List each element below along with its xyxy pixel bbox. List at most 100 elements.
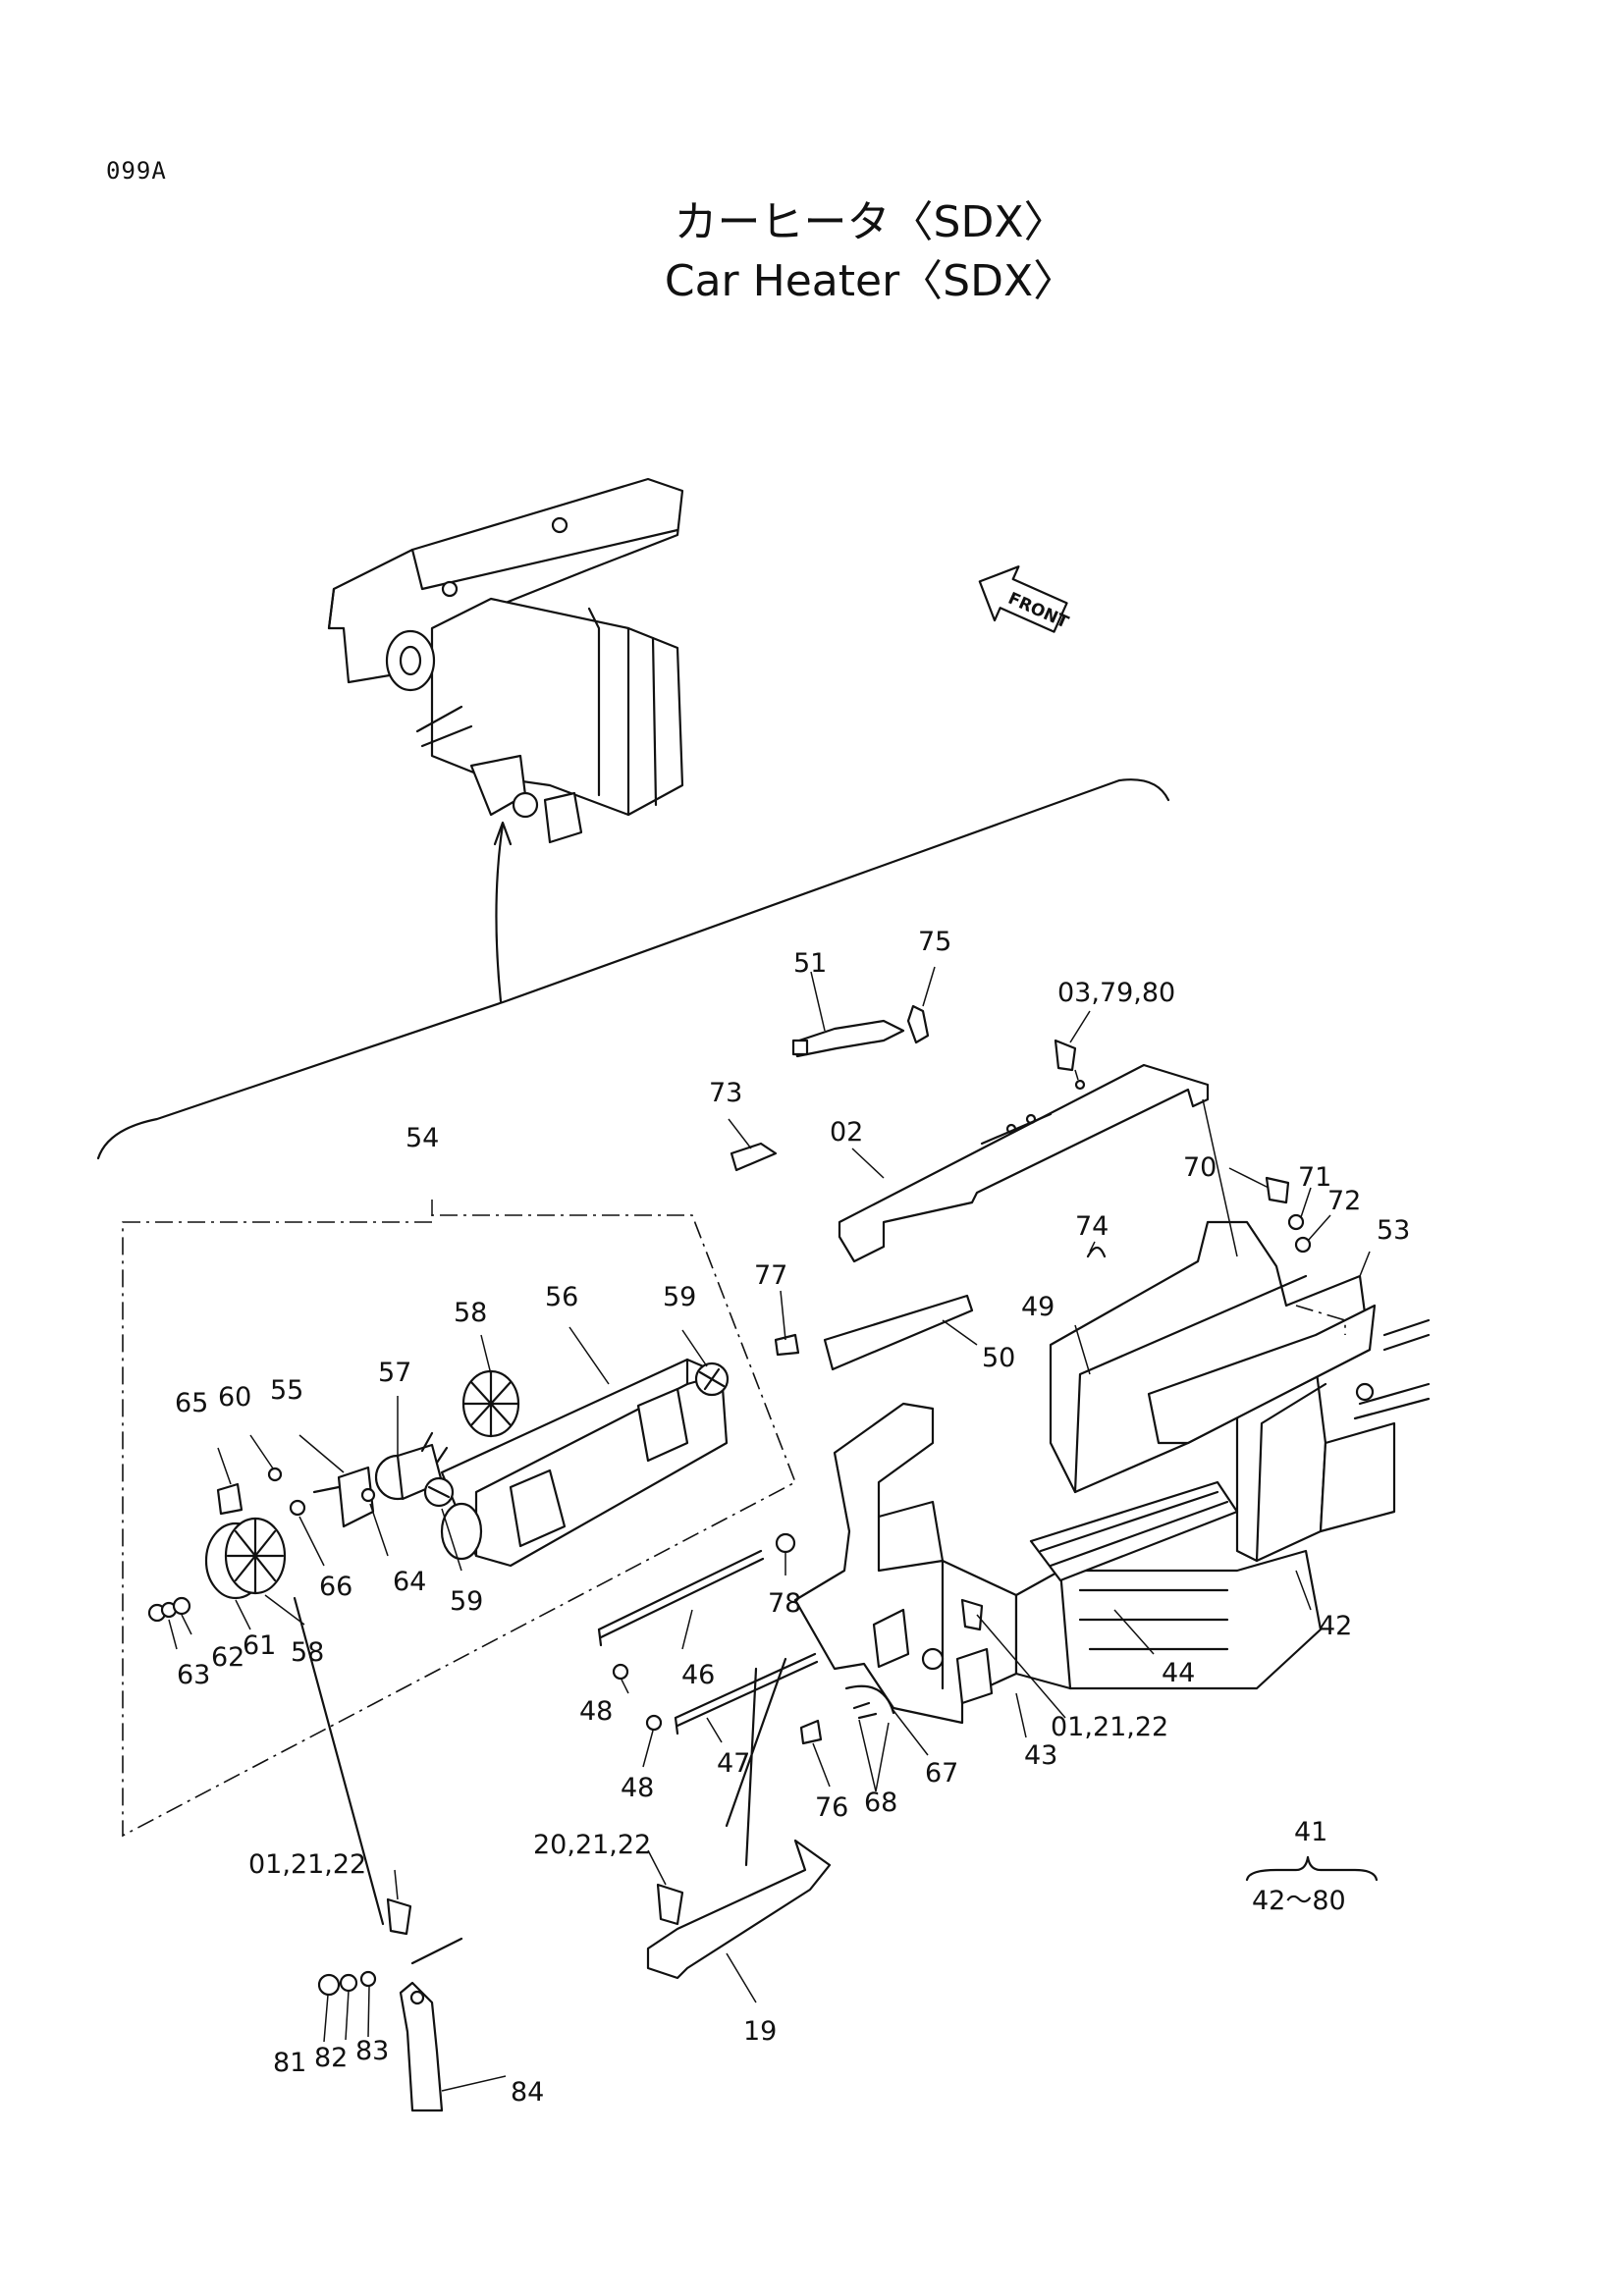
heater-pipes [1353, 1318, 1431, 1420]
callout-64: 64 [393, 1567, 426, 1597]
callout-56: 56 [545, 1282, 578, 1312]
callout-46: 46 [681, 1660, 715, 1690]
callout-57: 57 [378, 1358, 411, 1388]
washer-66 [289, 1499, 306, 1517]
callout-43: 43 [1024, 1740, 1057, 1771]
callout-59-upper: 59 [663, 1282, 696, 1312]
nut-81 [317, 1973, 341, 1997]
leader-lines [168, 966, 1371, 2092]
pin-48-lower [645, 1714, 663, 1732]
washer-71 [1287, 1213, 1305, 1231]
clip-68 [852, 1701, 878, 1720]
clip-73 [730, 1142, 778, 1172]
callout-78: 78 [768, 1588, 801, 1619]
collar-78 [775, 1532, 796, 1554]
fan-case [440, 1358, 729, 1568]
callout-73: 73 [709, 1078, 742, 1108]
screw-77 [774, 1333, 800, 1357]
callout-labels: 51 75 03,79,80 73 02 54 70 71 72 53 74 7… [175, 927, 1410, 2108]
callout-02: 02 [830, 1117, 863, 1148]
control-rod-47 [674, 1652, 819, 1735]
callout-82: 82 [314, 2043, 348, 2073]
washer-72 [1294, 1236, 1312, 1254]
bolt-01-upper [960, 1598, 984, 1631]
heater-case [793, 1362, 1396, 1725]
callout-63: 63 [177, 1660, 210, 1690]
callout-48-lower: 48 [621, 1773, 654, 1803]
washer-61 [172, 1596, 191, 1616]
callout-59-lower: 59 [450, 1586, 483, 1617]
callout-49: 49 [1021, 1292, 1055, 1322]
washer-83 [359, 1970, 377, 1988]
callout-83: 83 [355, 2036, 389, 2066]
callout-75: 75 [918, 927, 951, 957]
bushing-65 [216, 1482, 243, 1516]
harness [791, 1019, 905, 1058]
callout-81: 81 [273, 2048, 306, 2078]
bracket-84 [399, 1981, 444, 2112]
front-direction-arrow: FRONT [978, 565, 1071, 633]
callout-19: 19 [743, 2016, 777, 2047]
mount-bracket-19 [646, 1839, 832, 1980]
callout-61: 61 [243, 1630, 276, 1661]
callout-47: 47 [717, 1748, 750, 1779]
callout-44: 44 [1162, 1658, 1195, 1688]
clip-74 [1086, 1246, 1107, 1258]
callout-01-21-22-upper: 01,21,22 [1051, 1712, 1168, 1742]
callout-62: 62 [211, 1642, 244, 1673]
callout-71: 71 [1298, 1162, 1331, 1193]
bolt-20 [656, 1883, 684, 1926]
bolt-01-lower [386, 1897, 412, 1936]
control-rod-46 [597, 1549, 765, 1647]
callout-03-79-80: 03,79,80 [1057, 978, 1175, 1008]
fan-rotor-58-upper [461, 1369, 520, 1438]
callout-70: 70 [1183, 1152, 1217, 1183]
callout-68: 68 [864, 1788, 897, 1818]
clip-67 [844, 1684, 895, 1715]
callout-54: 54 [406, 1123, 439, 1153]
group-brace [1245, 1855, 1379, 1882]
exploded-view-bracket [96, 778, 1170, 1160]
mounting-bracket [823, 1294, 974, 1371]
callout-50: 50 [982, 1343, 1015, 1373]
callout-60: 60 [218, 1382, 251, 1413]
bolt-03 [1054, 1039, 1077, 1072]
callout-51: 51 [793, 948, 827, 979]
callout-58-lower: 58 [291, 1637, 324, 1668]
callout-55: 55 [270, 1375, 303, 1406]
title-english: Car Heater〈SDX〉 [664, 256, 1077, 306]
title-japanese: カーヒータ〈SDX〉 [674, 197, 1067, 247]
washer-82 [339, 1973, 358, 1993]
callout-41: 41 [1294, 1817, 1327, 1847]
assembled-heater-illustration [327, 477, 684, 1003]
callout-77: 77 [754, 1260, 787, 1291]
callout-84: 84 [511, 2077, 544, 2108]
air-duct [1049, 1220, 1372, 1494]
page-id: 099A [106, 157, 167, 185]
washer-64 [360, 1487, 376, 1503]
callout-65: 65 [175, 1388, 208, 1418]
callout-42-80: 42〜80 [1252, 1886, 1346, 1916]
bolt-70 [1265, 1176, 1290, 1204]
callout-66: 66 [319, 1572, 352, 1602]
callout-01-21-22-lower: 01,21,22 [248, 1849, 366, 1880]
callout-48-upper: 48 [579, 1696, 613, 1727]
bolt-75 [906, 1004, 930, 1044]
callout-20-21-22: 20,21,22 [533, 1830, 651, 1860]
callout-42: 42 [1319, 1611, 1352, 1641]
duct-flap [1147, 1304, 1377, 1445]
screw-76 [799, 1719, 823, 1745]
callout-53: 53 [1377, 1215, 1410, 1246]
fan-rotor-58-lower [204, 1517, 287, 1600]
callout-74: 74 [1075, 1211, 1109, 1242]
fan-assembly-boundary [122, 1214, 797, 1838]
upper-cover [838, 1063, 1210, 1263]
screw-60 [267, 1467, 283, 1482]
callout-67: 67 [925, 1758, 958, 1789]
callout-58-upper: 58 [454, 1298, 487, 1328]
pin-48-upper [612, 1663, 629, 1681]
callout-72: 72 [1327, 1186, 1361, 1216]
callout-76: 76 [815, 1792, 848, 1823]
